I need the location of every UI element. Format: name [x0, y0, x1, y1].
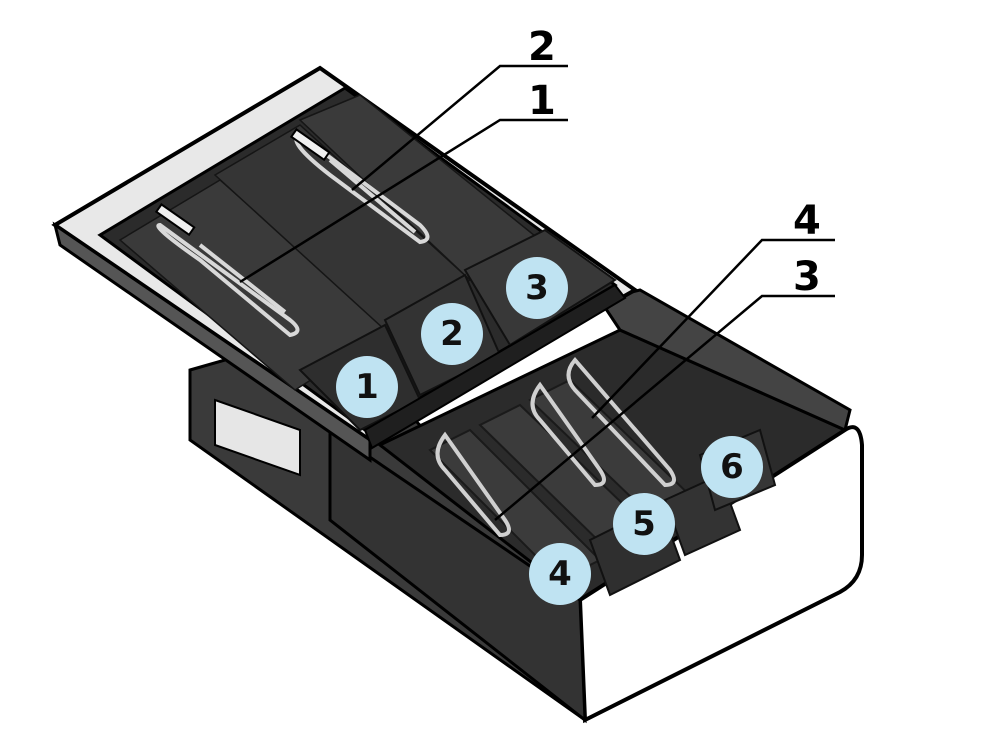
compartment-number-6: 6 [720, 447, 744, 487]
leader-lines [239, 64, 835, 521]
compartment-number-4: 4 [548, 554, 572, 594]
compartment-badge-2: 2 [421, 303, 483, 365]
leader-line-top-1 [239, 118, 568, 284]
compartment-badge-6: 6 [701, 436, 763, 498]
compartment-badge-1: 1 [336, 356, 398, 418]
compartment-number-5: 5 [632, 504, 656, 544]
callout-label-2-top: 2 [528, 24, 556, 70]
compartment-badge-3: 3 [506, 257, 568, 319]
mounting-bracket [214, 398, 301, 477]
callout-label-4-right: 4 [793, 198, 821, 244]
lower-drawer [188, 288, 864, 724]
clip-roller-bars [154, 128, 331, 237]
compartment-number-3: 3 [525, 268, 549, 308]
callout-label-1-top: 1 [528, 78, 556, 124]
compartment-badge-4: 4 [529, 543, 591, 605]
lower-drawer-front-panel [577, 425, 864, 724]
leader-line-right-4 [591, 238, 835, 419]
lower-drawer-left-wall [328, 427, 587, 724]
lower-bill-clips [435, 356, 676, 538]
leader-line-right-3 [494, 294, 835, 521]
upper-tray-edge [52, 221, 372, 463]
callout-label-3-right: 3 [793, 254, 821, 300]
compartment-number-1: 1 [355, 367, 379, 407]
upper-tray-front-lip [363, 283, 627, 450]
compartment-badges: 1 2 3 4 5 6 [336, 257, 763, 605]
upper-bill-beds [118, 94, 542, 391]
compartment-number-2: 2 [440, 314, 464, 354]
leader-line-top-2 [351, 64, 568, 191]
compartment-badge-5: 5 [613, 493, 675, 555]
